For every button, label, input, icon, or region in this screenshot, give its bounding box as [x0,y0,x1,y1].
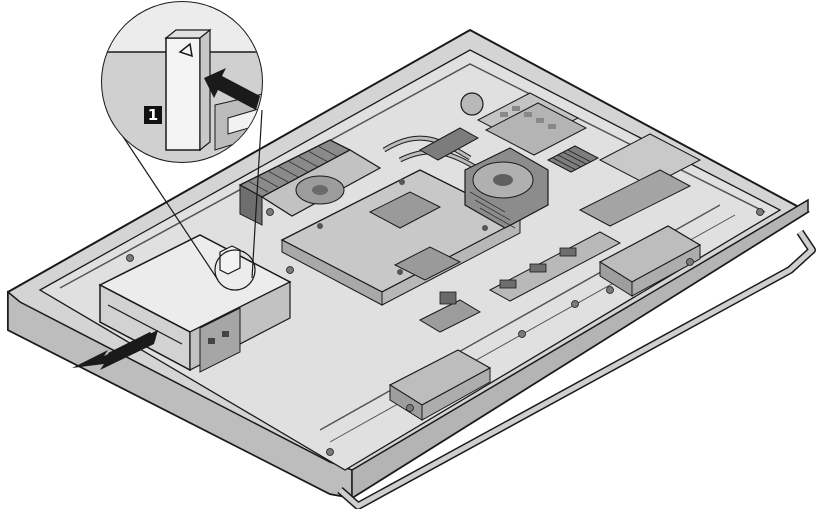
optical-drive-bracket [199,307,241,373]
optical-drive [98,234,292,373]
pull-direction-arrow-icon [72,330,158,370]
speaker-left [388,349,492,421]
io-board [488,133,702,302]
cpu-cooler [382,127,549,229]
stand-bar-inner [338,230,815,509]
power-connector [418,291,482,333]
heatsink-fins [238,139,352,226]
system-fan [260,149,382,217]
speaker-right [598,225,702,297]
release-latch-icon [165,37,201,151]
chassis-right-edge [351,198,809,500]
callout-number-badge [144,106,162,124]
coin-cell-battery [460,92,484,116]
memory-modules [460,92,588,156]
system-board-plate [280,169,522,306]
callout-source-circle [214,249,256,291]
latch-direction-marker-icon [178,42,193,58]
callout-leader-lines [111,109,263,291]
callout-magnifier: 1 [101,1,263,163]
screw-bosses [126,208,764,456]
callout-number-label: 1 [148,106,158,124]
push-direction-arrow-icon [204,68,260,110]
chipset-heatsink [546,145,600,173]
stand-bar [337,229,816,509]
